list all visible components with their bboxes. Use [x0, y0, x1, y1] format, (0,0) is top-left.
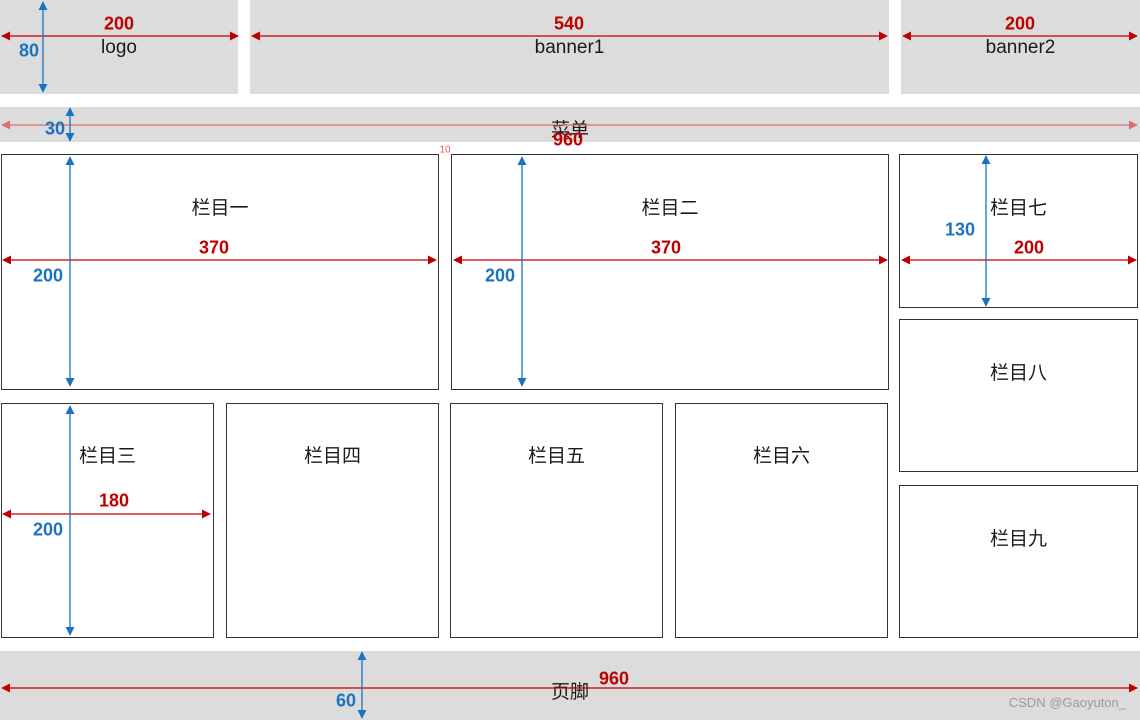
- column-3: 栏目三: [1, 403, 214, 638]
- banner2-label: banner2: [985, 37, 1056, 58]
- column-6: 栏目六: [675, 403, 888, 638]
- column-9: 栏目九: [899, 485, 1138, 638]
- gap-label: 10: [439, 144, 451, 156]
- column-1-width-label: 370: [198, 237, 230, 258]
- menu-width-label: 960: [552, 129, 584, 150]
- column-7: 栏目七: [899, 154, 1138, 308]
- column-2: 栏目二: [451, 154, 889, 390]
- column-4-label: 栏目四: [303, 446, 361, 467]
- column-1-label: 栏目一: [191, 198, 249, 219]
- banner1-width-label: 540: [553, 13, 585, 34]
- column-2-label: 栏目二: [641, 198, 699, 219]
- column-1: 栏目一: [1, 154, 439, 390]
- banner1-block: banner1: [250, 0, 889, 94]
- footer-label: 页脚: [550, 682, 589, 703]
- footer-height-label: 60: [335, 690, 357, 711]
- column-7-label: 栏目七: [989, 198, 1047, 219]
- logo-label: logo: [101, 37, 137, 58]
- column-6-label: 栏目六: [752, 446, 810, 467]
- banner1-label: banner1: [534, 37, 605, 58]
- column-3-height-label: 200: [32, 519, 64, 540]
- column-1-height-label: 200: [32, 265, 64, 286]
- column-4: 栏目四: [226, 403, 439, 638]
- column-5: 栏目五: [450, 403, 663, 638]
- column-3-label: 栏目三: [78, 446, 136, 467]
- footer-block: 页脚: [0, 651, 1140, 720]
- logo-width-label: 200: [103, 13, 135, 34]
- column-2-height-label: 200: [484, 265, 516, 286]
- banner2-width-label: 200: [1004, 13, 1036, 34]
- column-8-label: 栏目八: [989, 363, 1047, 384]
- column-8: 栏目八: [899, 319, 1138, 472]
- logo-height-label: 80: [18, 40, 40, 61]
- column-7-width-label: 200: [1013, 237, 1045, 258]
- column-9-label: 栏目九: [989, 529, 1047, 550]
- column-5-label: 栏目五: [527, 446, 585, 467]
- banner2-block: banner2: [901, 0, 1140, 94]
- column-3-width-label: 180: [98, 490, 130, 511]
- footer-width-label: 960: [598, 668, 630, 689]
- menu-height-label: 30: [44, 118, 66, 139]
- watermark: CSDN @Gaoyuton_: [1008, 695, 1126, 710]
- column-7-height-label: 130: [944, 219, 976, 240]
- column-2-width-label: 370: [650, 237, 682, 258]
